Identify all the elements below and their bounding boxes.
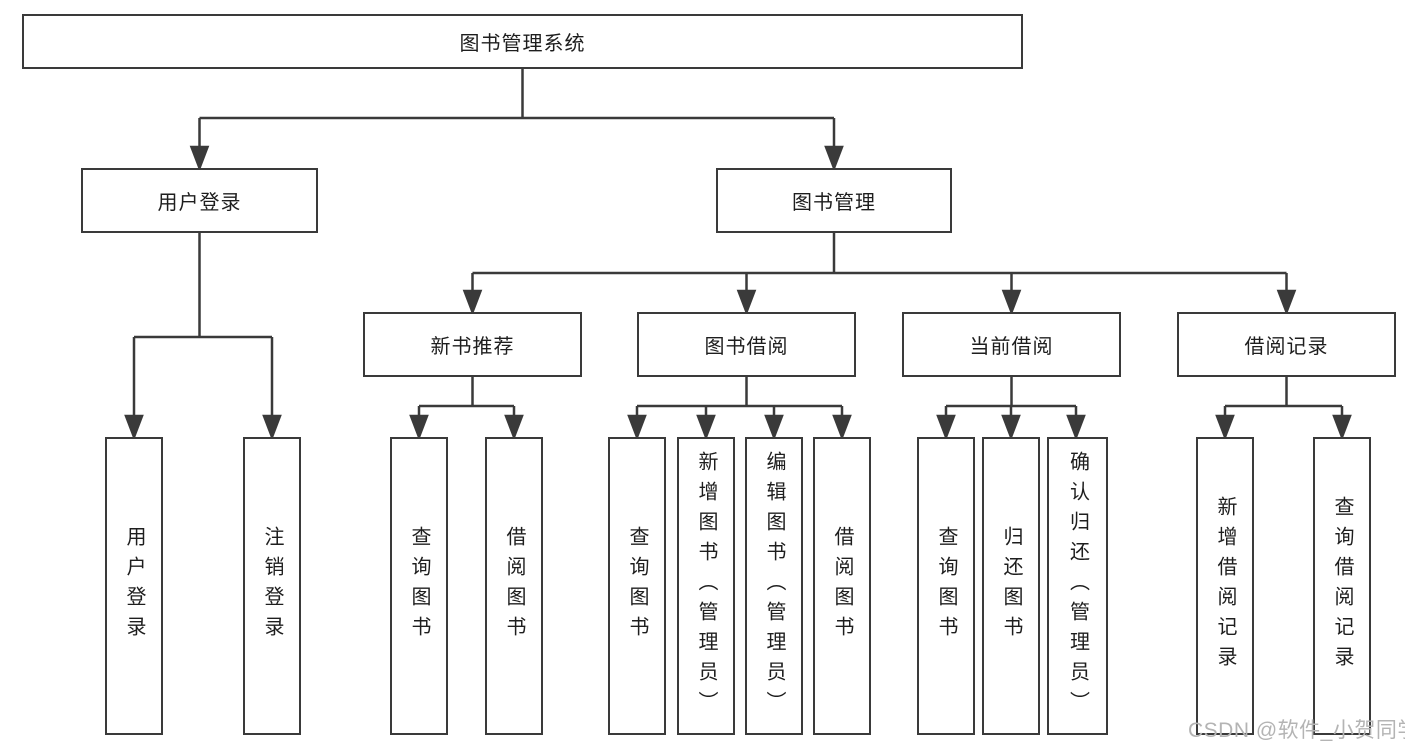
leaf-cb-return-books-label: 归还图书: [1000, 526, 1022, 646]
node-new-book-recommend-label: 新书推荐: [430, 336, 515, 358]
arrowhead: [936, 414, 956, 441]
node-current-borrow: 当前借阅: [902, 312, 1121, 377]
leaf-logout-label: 注销登录: [261, 526, 283, 646]
arrowhead: [124, 414, 144, 441]
leaf-bb-borrow-books: 借阅图书: [813, 437, 871, 735]
arrowhead: [627, 414, 647, 441]
node-user-login: 用户登录: [81, 168, 318, 233]
arrowhead: [696, 414, 716, 441]
leaf-nb-borrow-books-label: 借阅图书: [503, 526, 525, 646]
node-borrow-records: 借阅记录: [1177, 312, 1396, 377]
node-new-book-recommend: 新书推荐: [363, 312, 582, 377]
leaf-nb-query-books-label: 查询图书: [408, 526, 430, 646]
arrowhead: [1066, 414, 1086, 441]
leaf-cb-confirm-return-admin-label: 确认归还（管理员）: [1066, 451, 1089, 721]
node-root: 图书管理系统: [22, 14, 1023, 69]
connector-book-management-to-level3: [462, 233, 1297, 316]
arrowhead: [1001, 289, 1022, 316]
arrowhead: [262, 414, 282, 441]
leaf-nb-query-books: 查询图书: [390, 437, 448, 735]
arrowhead: [409, 414, 429, 441]
leaf-user-login: 用户登录: [105, 437, 163, 735]
leaf-bb-borrow-books-label: 借阅图书: [831, 526, 853, 646]
arrowhead: [1276, 289, 1297, 316]
leaf-cb-confirm-return-admin: 确认归还（管理员）: [1047, 437, 1108, 735]
csdn-watermark: CSDN @软件_小贺同学: [1188, 719, 1405, 742]
arrowhead: [504, 414, 524, 441]
arrowhead: [189, 145, 210, 172]
leaf-cb-query-books-label: 查询图书: [935, 526, 957, 646]
leaf-cb-return-books: 归还图书: [982, 437, 1040, 735]
leaf-bb-query-books-label: 查询图书: [626, 526, 648, 646]
connector-borrow-records-to-leaves: [1215, 377, 1352, 441]
leaf-bb-add-books-admin: 新增图书（管理员）: [677, 437, 735, 735]
arrowhead: [1215, 414, 1235, 441]
leaf-nb-borrow-books: 借阅图书: [485, 437, 543, 735]
leaf-br-add-record: 新增借阅记录: [1196, 437, 1254, 735]
leaf-bb-add-books-admin-label: 新增图书（管理员）: [695, 451, 717, 721]
arrowhead: [1001, 414, 1021, 441]
node-current-borrow-label: 当前借阅: [969, 336, 1054, 358]
leaf-bb-edit-books-admin-label: 编辑图书（管理员）: [763, 451, 785, 721]
leaf-logout: 注销登录: [243, 437, 301, 735]
node-book-management: 图书管理: [716, 168, 952, 233]
arrowhead: [462, 289, 483, 316]
leaf-bb-edit-books-admin: 编辑图书（管理员）: [745, 437, 803, 735]
leaf-br-query-record: 查询借阅记录: [1313, 437, 1371, 735]
node-root-label: 图书管理系统: [459, 33, 586, 55]
arrowhead: [736, 289, 757, 316]
node-book-borrow-label: 图书借阅: [704, 336, 789, 358]
connector-root-to-level2: [189, 69, 844, 172]
leaf-user-login-label: 用户登录: [123, 526, 145, 646]
leaf-br-add-record-label: 新增借阅记录: [1214, 496, 1236, 676]
leaf-cb-query-books: 查询图书: [917, 437, 975, 735]
arrowhead: [832, 414, 852, 441]
connector-book-borrow-to-leaves: [627, 377, 852, 441]
node-user-login-label: 用户登录: [157, 192, 242, 214]
connector-user-login-to-leaves: [124, 233, 282, 441]
leaf-bb-query-books: 查询图书: [608, 437, 666, 735]
arrowhead: [824, 145, 844, 172]
arrowhead: [1332, 414, 1352, 441]
connector-new-book-recommend-to-leaves: [409, 377, 524, 441]
node-book-borrow: 图书借阅: [637, 312, 856, 377]
arrowhead: [764, 414, 784, 441]
leaf-br-query-record-label: 查询借阅记录: [1331, 496, 1353, 676]
node-book-management-label: 图书管理: [792, 192, 876, 214]
node-borrow-records-label: 借阅记录: [1244, 336, 1329, 358]
connector-current-borrow-to-leaves: [936, 377, 1086, 441]
